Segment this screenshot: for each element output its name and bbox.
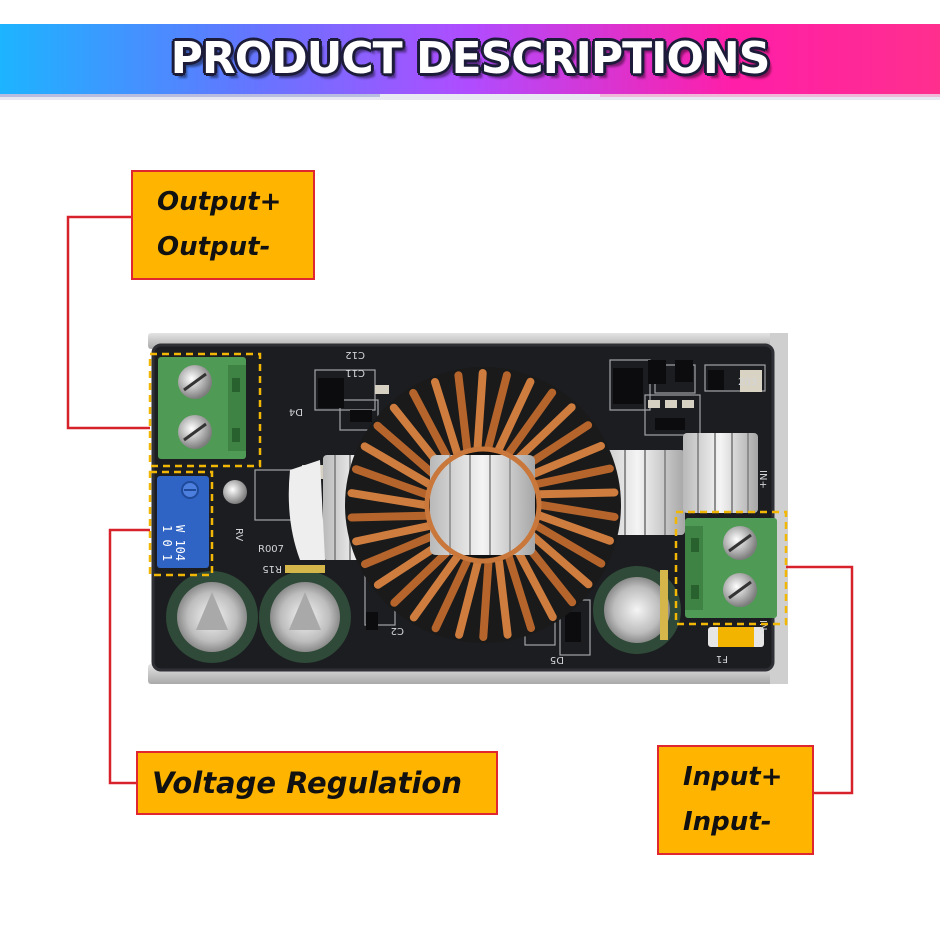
silk-c12: C12 xyxy=(345,349,365,360)
voltage-regulation-text: Voltage Regulation xyxy=(152,765,462,800)
banner-gradient xyxy=(0,24,940,94)
input-terminal-block xyxy=(685,518,777,618)
pot-marking-top: W 104 xyxy=(173,525,187,561)
copper-winding xyxy=(533,464,614,488)
copper-winding xyxy=(494,556,512,639)
copper-winding xyxy=(537,501,619,521)
copper-winding xyxy=(431,378,462,458)
copper-winding xyxy=(504,388,557,458)
input-minus-text: Input- xyxy=(683,807,772,837)
copper-winding xyxy=(533,522,606,568)
voltage-regulation-label: Voltage Regulation xyxy=(136,751,498,815)
copper-winding xyxy=(536,488,619,499)
input-plus-text: Input+ xyxy=(683,762,783,792)
silk-203: 203 xyxy=(738,377,757,388)
input-terminal-label: Input+ Input- xyxy=(657,745,814,855)
leader-input xyxy=(786,565,854,795)
output-terminal-label: Output+ Output- xyxy=(131,170,315,280)
copper-winding xyxy=(360,442,433,488)
copper-winding xyxy=(514,547,557,622)
thermal-pad xyxy=(288,460,325,560)
copper-winding xyxy=(504,552,535,632)
copper-winding xyxy=(389,403,445,470)
mounting-screw xyxy=(223,480,247,504)
copper-winding xyxy=(409,388,452,463)
highlight-potentiometer xyxy=(148,470,214,577)
copper-winding xyxy=(473,369,487,452)
copper-winding xyxy=(514,403,576,463)
silk-c2: C2 xyxy=(391,625,404,636)
highlight-input xyxy=(674,510,788,626)
leader-output xyxy=(66,215,150,430)
copper-winding xyxy=(390,547,452,607)
silk-d5: D5 xyxy=(550,654,564,665)
copper-winding xyxy=(521,421,593,470)
copper-winding xyxy=(528,531,593,589)
copper-winding xyxy=(528,441,605,479)
copper-winding xyxy=(454,371,472,454)
copper-winding xyxy=(352,522,433,546)
leader-lines xyxy=(66,215,854,795)
output-terminal-block xyxy=(158,357,246,459)
header-banner: PRODUCT DESCRIPTIONS xyxy=(0,24,940,100)
silk-c11: C11 xyxy=(345,367,365,378)
copper-winding xyxy=(521,540,577,607)
output-minus-text: Output- xyxy=(157,232,271,262)
capacitor-left-1 xyxy=(166,571,258,663)
copper-winding xyxy=(479,558,493,641)
copper-winding xyxy=(361,531,438,569)
pot-marking-bottom: 1 0 1 xyxy=(160,525,174,561)
leader-voltage xyxy=(108,528,150,785)
copper-winding xyxy=(347,489,429,509)
silk-d4: D4 xyxy=(289,406,303,417)
highlight-output xyxy=(148,352,262,468)
copper-winding xyxy=(409,552,462,622)
silk-f1: F1 xyxy=(716,653,728,664)
copper-winding xyxy=(494,377,535,454)
copper-winding xyxy=(373,421,438,479)
copper-winding xyxy=(536,511,614,545)
copper-winding xyxy=(347,511,430,522)
copper-winding xyxy=(455,558,482,639)
page-title: PRODUCT DESCRIPTIONS xyxy=(170,33,771,84)
toroid-inductor xyxy=(345,367,621,643)
potentiometer: W 104 1 0 1 xyxy=(157,476,209,568)
copper-winding xyxy=(352,465,430,499)
silk-in-plus: IN+ xyxy=(757,470,768,489)
highlight-boxes xyxy=(148,352,788,626)
silkscreen-text: R007 D4 D5 C2 C11 C12 R15 RV 203 IN+ IN-… xyxy=(233,349,768,665)
copper-winding xyxy=(431,556,472,633)
capacitor-left-2 xyxy=(259,565,351,663)
copper-winding xyxy=(373,540,445,589)
silk-r007: R007 xyxy=(258,544,284,555)
copper-winding xyxy=(484,371,511,452)
silk-r15: R15 xyxy=(262,563,282,574)
silk-rv: RV xyxy=(233,528,244,541)
banner-underline xyxy=(0,94,940,100)
capacitor-right xyxy=(593,566,681,654)
output-plus-text: Output+ xyxy=(157,187,282,217)
silk-in-minus: IN- xyxy=(757,620,768,634)
